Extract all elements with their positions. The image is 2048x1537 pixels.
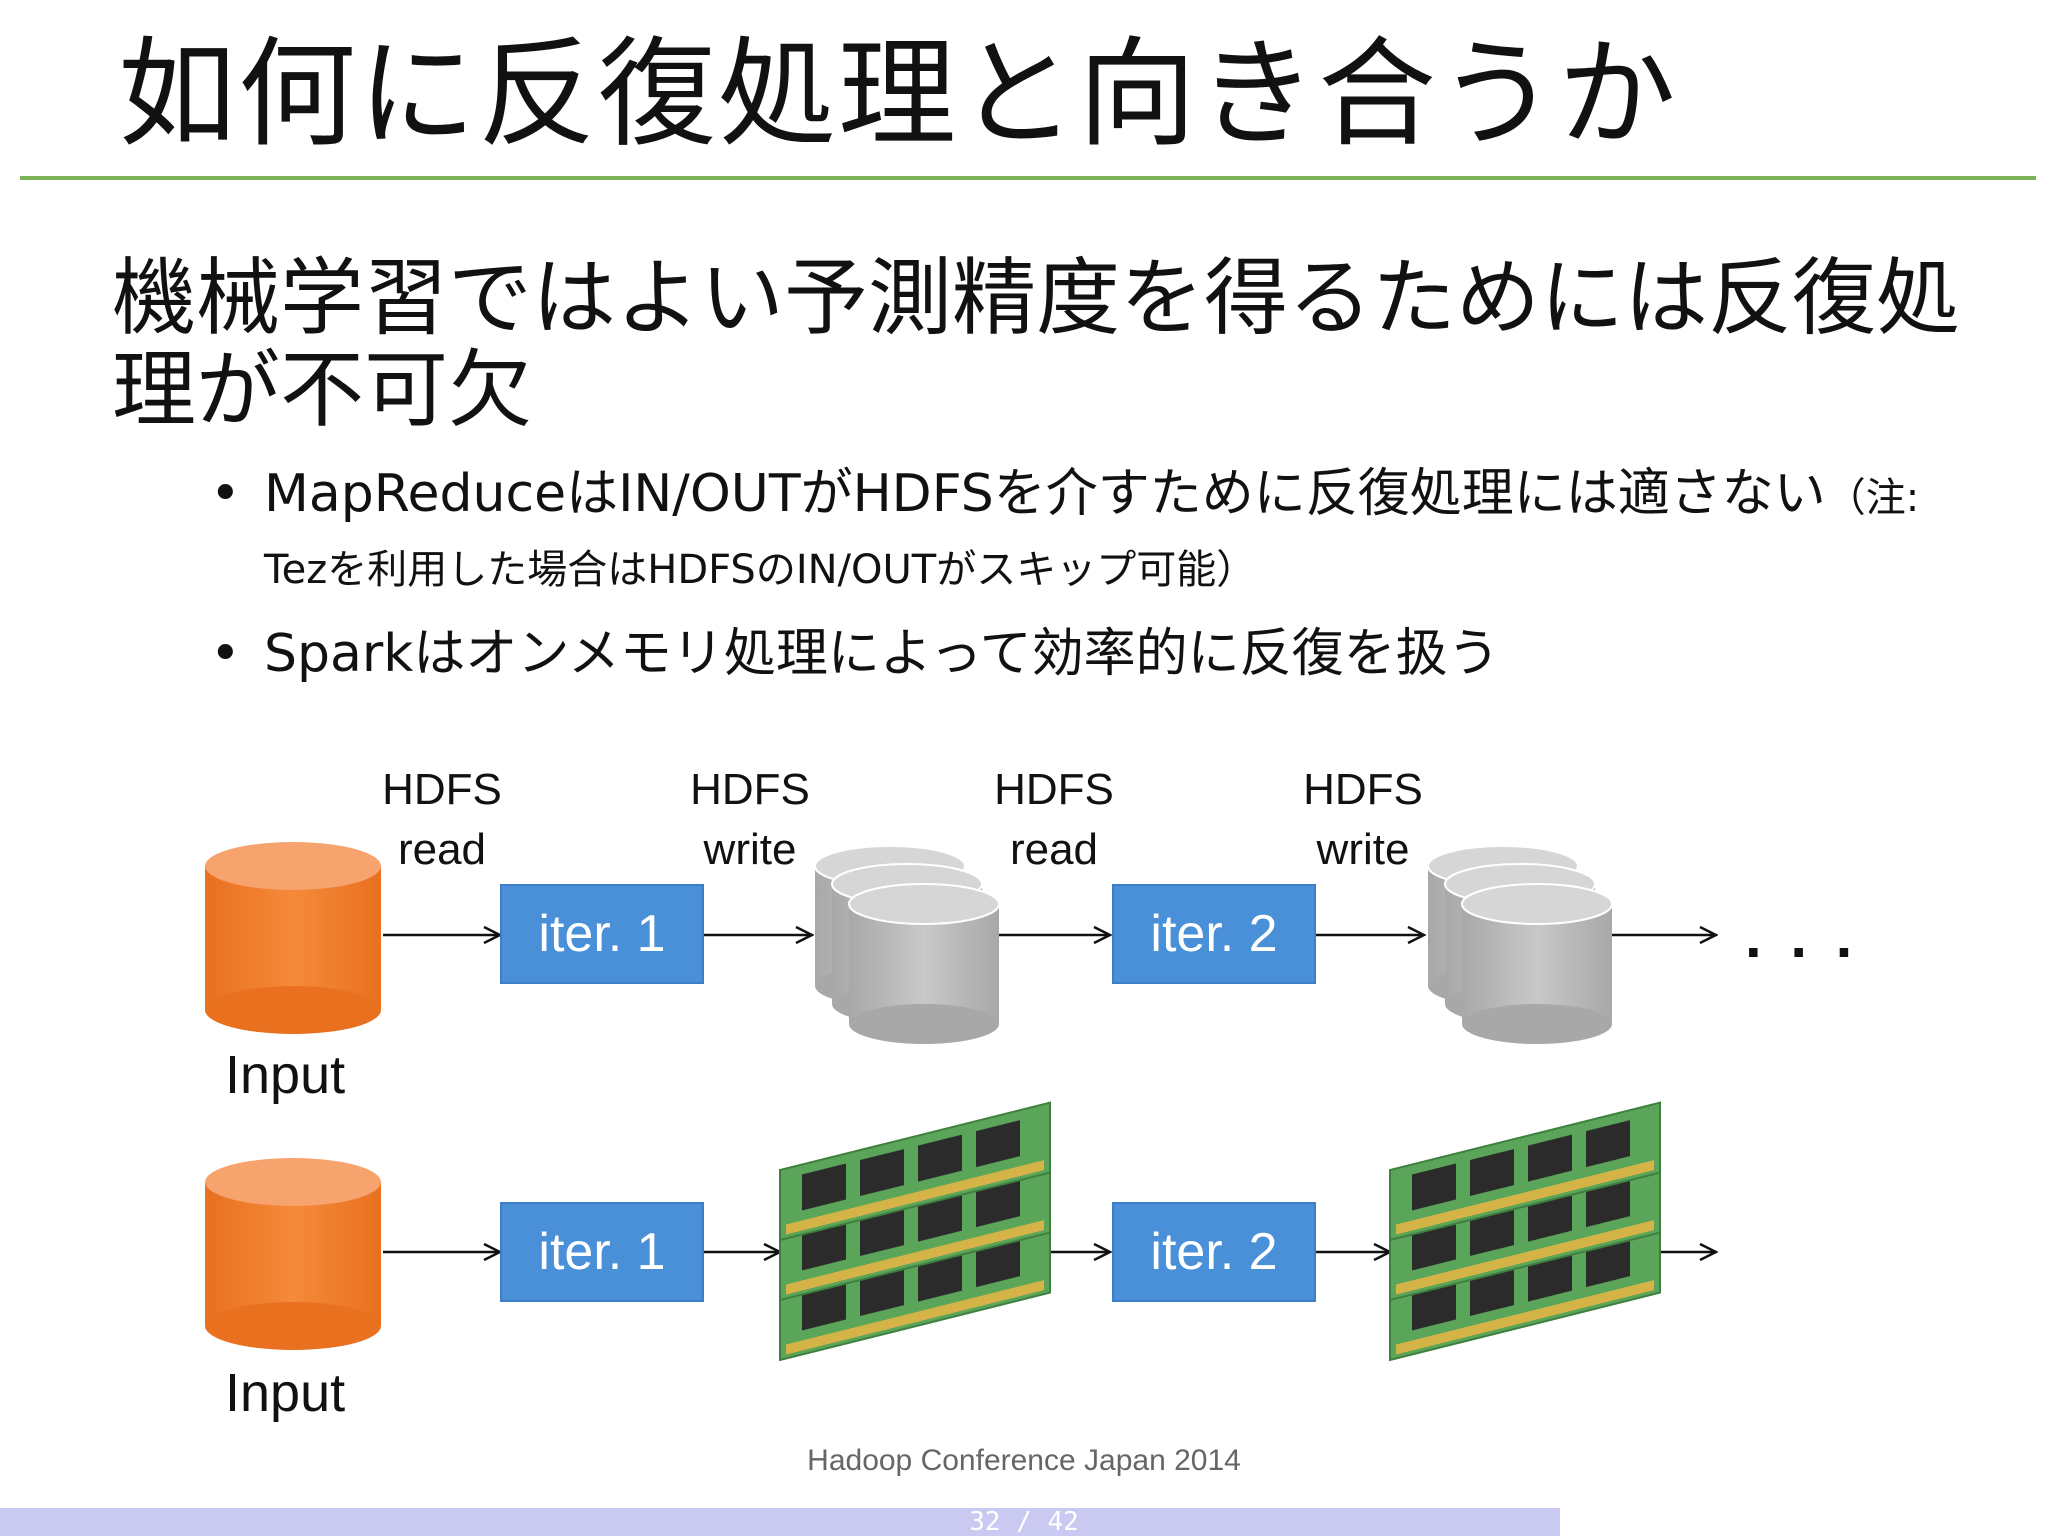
input-label-top: Input [225,1045,346,1105]
iter-1-box-top: iter. 1 [500,884,704,984]
bullet-mapreduce-text: MapReduceはIN/OUTがHDFSを介すために反復処理には適さない [264,464,1826,524]
footer-conference: Hadoop Conference Japan 2014 [807,1444,1241,1477]
memory-modules-1 [779,1101,1051,1361]
slide-title: 如何に反復処理と向き合うか [118,25,1679,163]
bullet-spark-text: Sparkはオンメモリ処理によって効率的に反復を扱う [264,624,1500,684]
title-divider [20,176,2036,180]
input-cylinder-top [205,842,381,1034]
page-number: 32 / 42 [969,1507,1079,1537]
iter-1-box-bottom: iter. 1 [500,1202,704,1302]
hdfs-storage-stack-1 [814,845,1000,1044]
iter-2-box-bottom: iter. 2 [1112,1202,1316,1302]
bullet-spark: • Sparkはオンメモリ処理によって効率的に反復を扱う [210,620,1964,688]
memory-modules-2 [1389,1101,1661,1361]
bullet-mapreduce: • MapReduceはIN/OUTがHDFSを介すために反復処理には適さない（… [210,460,1964,604]
bullet-mapreduce-note: （注: Tezを利用した場合はHDFSのIN/OUTがスキップ可能） [264,475,1920,593]
input-cylinder-bottom [205,1158,381,1350]
input-label-bottom: Input [225,1363,346,1423]
hdfs-storage-stack-2 [1427,845,1613,1044]
ellipsis: . . . [1745,903,1859,970]
main-point: 機械学習ではよい予測精度を得るためには反復処理が不可欠 [112,249,1961,439]
bullet-dot-icon: • [210,464,241,524]
footer-bar [0,1508,1560,1536]
bullet-dot-icon: • [210,624,241,684]
iter-2-box-top: iter. 2 [1112,884,1316,984]
